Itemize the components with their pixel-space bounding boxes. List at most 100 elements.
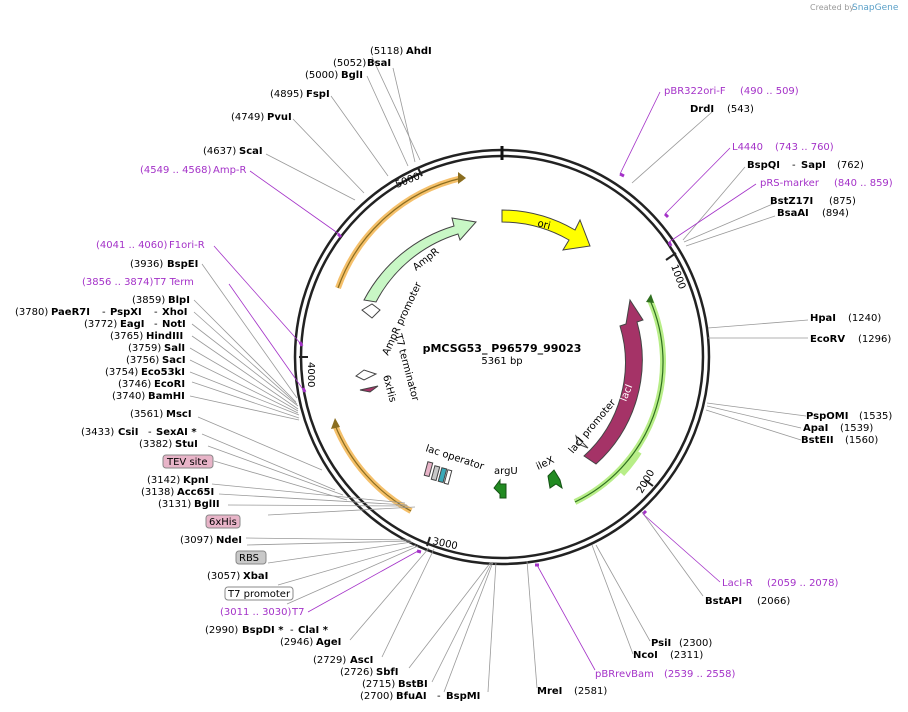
t7-promoter-box-label: T7 promoter [227,589,291,600]
site-name: SexAI * [156,427,197,438]
svg-text:-: - [154,307,158,318]
primer-range: (840 .. 859) [834,178,893,189]
site-name: PsiI [651,638,671,649]
primer-range: (3856 .. 3874) [82,277,154,288]
site-labels-right: pBR322ori-F (490 .. 509) DrdI (543) L444… [537,86,893,697]
t7-terminator-arrow[interactable] [355,369,378,381]
tev-site-box [162,454,214,469]
site-name: StuI [175,439,198,450]
leader-lines [189,56,809,693]
site-name: BamHI [148,391,185,402]
primer-marks [298,172,673,567]
plasmid-name: pMCSG53_ P96579_99023 [423,342,582,355]
feature-lacI[interactable] [583,298,644,465]
svg-text:-: - [792,160,796,171]
orange-arc-bottom [332,423,413,514]
site-name: SalI [164,343,185,354]
site-name: PvuI [267,112,292,123]
site-name: BglI [341,70,363,81]
label-lac-operator: lac operator [424,443,486,472]
site-pos: (2715) [362,679,395,690]
site-name: SapI [801,160,826,171]
site-name: SacI [162,355,186,366]
primer-range: (743 .. 760) [775,142,834,153]
tick-3000: 3000 [431,536,458,552]
rbs-box-label: RBS [239,553,259,564]
site-pos: (3382) [139,439,172,450]
site-name: BsaAI [777,208,809,219]
site-name: PspOMI [806,411,848,422]
primer-name: pBR322ori-F [664,86,726,97]
plasmid-length: 5361 bp [481,356,522,367]
site-pos: (5000) [305,70,338,81]
his6-box-label: 6xHis [209,517,237,528]
tick-5000: 5000 [394,171,422,191]
ampr-promoter-arrow[interactable] [361,303,381,319]
site-pos: (894) [822,208,849,219]
site-pos: (2700) [360,691,393,702]
site-pos: (3057) [207,571,240,582]
site-pos: (762) [837,160,864,171]
primer-name: T7 [291,607,304,618]
primer-name: L4440 [732,142,763,153]
site-name: XbaI [243,571,268,582]
site-pos: (3936) [130,259,163,270]
site-pos: (3765) [110,331,143,342]
site-pos: (875) [829,196,856,207]
site-pos: (3780) [15,307,48,318]
feature-ori[interactable] [501,209,591,251]
primer-name: T7 Term [153,277,194,288]
primer-range: (4549 .. 4568) [140,165,212,176]
feature-ilex[interactable] [547,469,563,490]
site-name: AscI [350,655,373,666]
site-name: BlpI [168,295,190,306]
site-name: KpnI [183,475,209,486]
his6-box [205,514,241,529]
primer-name: pBRrevBam [595,669,654,680]
tick-1000: 1000 [668,263,687,291]
label-his6-inner: 6xHis [380,374,398,404]
site-name: PaeR7I [51,307,90,318]
site-pos: (4749) [231,112,264,123]
label-ilex: ileX [535,455,557,473]
primer-range: (490 .. 509) [740,86,799,97]
site-name: BstZ17I [770,196,813,207]
lac-operator-cluster[interactable] [423,461,453,485]
site-name: EagI [120,319,144,330]
site-name: ApaI [803,423,828,434]
site-name: HindIII [146,331,183,342]
site-pos: (2311) [670,650,703,661]
site-name: BfuAI [396,691,427,702]
site-pos: (3740) [112,391,145,402]
site-pos: (3097) [180,535,213,546]
site-pos: (5052) [333,58,366,69]
primer-name: F1ori-R [169,240,205,251]
primer-range: (2059 .. 2078) [767,578,839,589]
site-name: BglII [194,499,220,510]
site-name: BspDI * [242,625,284,636]
site-name: BstBI [398,679,428,690]
site-pos: (3859) [132,295,165,306]
site-pos: (2726) [340,667,373,678]
feature-ampr[interactable] [363,217,477,303]
site-name: NotI [162,319,186,330]
primer-name: LacI-R [722,578,753,589]
t7-promoter-box [224,586,294,601]
primer-name: pRS-marker [760,178,820,189]
primer-range: (2539 .. 2558) [664,669,736,680]
svg-text:-: - [437,691,441,702]
site-pos: (3561) [130,409,163,420]
site-name: CsiI [118,427,138,438]
laci-promoter-arrow[interactable] [575,434,589,449]
his6-arrow[interactable] [359,385,379,393]
snapgene-logo: SnapGene [852,3,899,13]
site-pos: (1560) [845,435,878,446]
label-argu: argU [494,466,518,477]
site-name: AhdI [406,46,432,57]
site-pos: (2300) [679,638,712,649]
site-pos: (3772) [84,319,117,330]
feature-argu[interactable] [493,478,507,499]
site-pos: (3142) [147,475,180,486]
site-name: BspMI [446,691,480,702]
